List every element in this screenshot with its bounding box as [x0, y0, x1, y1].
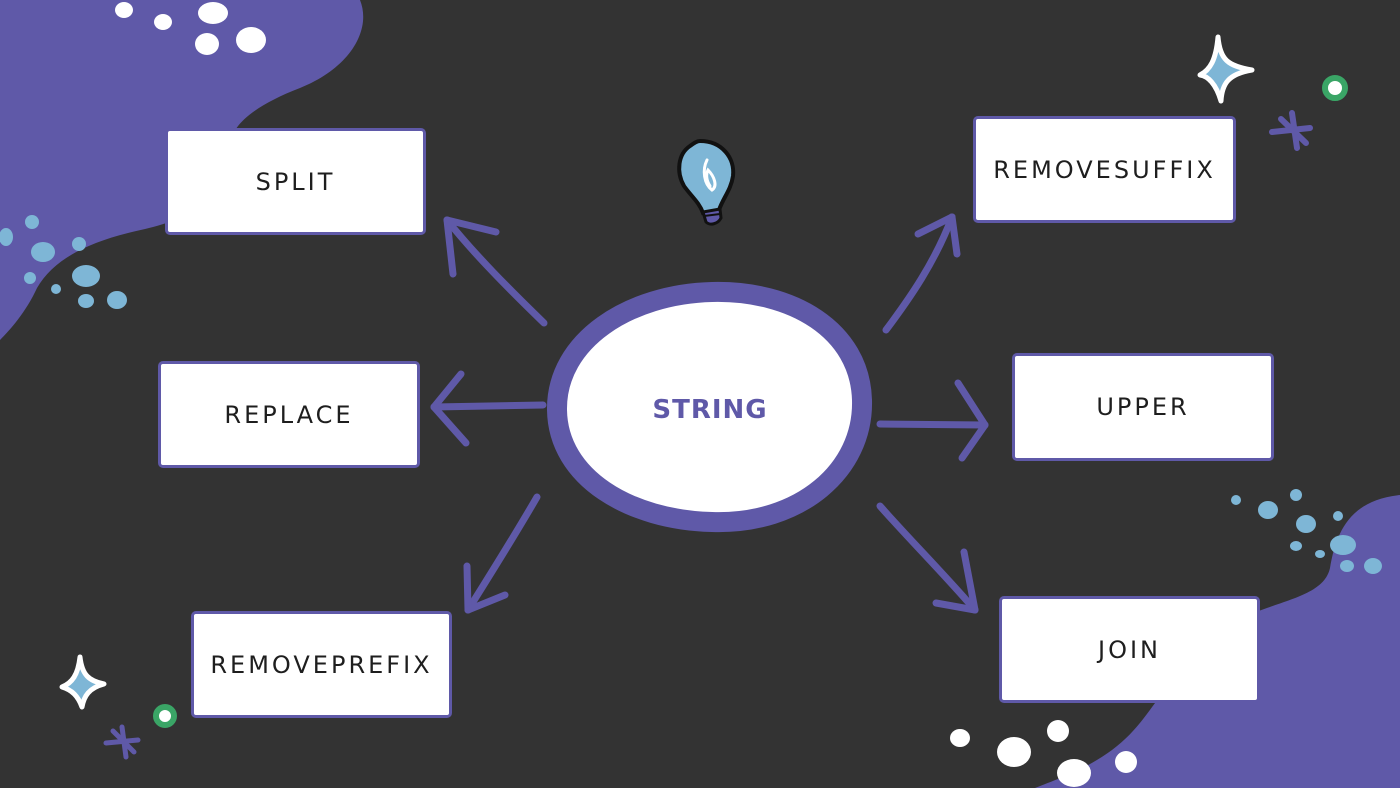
blue-dots-left [0, 215, 127, 309]
center-node [546, 281, 873, 533]
method-box-join: JOIN [999, 596, 1260, 703]
arrow-to-removesuffix [882, 213, 961, 334]
method-box-replace: REPLACE [158, 361, 420, 468]
method-box-split: SPLIT [165, 128, 426, 235]
sparkle-icon [59, 654, 107, 710]
method-label: SPLIT [255, 167, 336, 196]
arrow-to-split [443, 216, 548, 327]
arrow-to-replace [430, 370, 547, 447]
method-label: REMOVESUFFIX [993, 155, 1216, 184]
method-label: REMOVEPREFIX [210, 650, 433, 679]
method-box-removeprefix: REMOVEPREFIX [191, 611, 452, 718]
method-label: JOIN [1098, 635, 1161, 664]
blue-dots-right [1231, 489, 1382, 574]
method-box-removesuffix: REMOVESUFFIX [973, 116, 1236, 223]
asterisk-icon [103, 724, 141, 760]
ring-icon [153, 704, 177, 728]
white-dots-bottom-right [950, 720, 1137, 787]
ring-icon [1322, 75, 1348, 101]
asterisk-icon [1269, 110, 1313, 151]
arrow-to-removeprefix [463, 493, 541, 614]
arrow-to-upper [876, 379, 989, 462]
sparkle-icon [1197, 34, 1255, 104]
lightbulb-icon [677, 138, 736, 226]
center-node-label: STRING [652, 395, 768, 425]
white-dots-top-left [115, 2, 266, 55]
method-label: REPLACE [224, 400, 354, 429]
method-box-upper: UPPER [1012, 353, 1274, 461]
method-label: UPPER [1096, 393, 1190, 421]
arrow-to-join [876, 502, 979, 614]
